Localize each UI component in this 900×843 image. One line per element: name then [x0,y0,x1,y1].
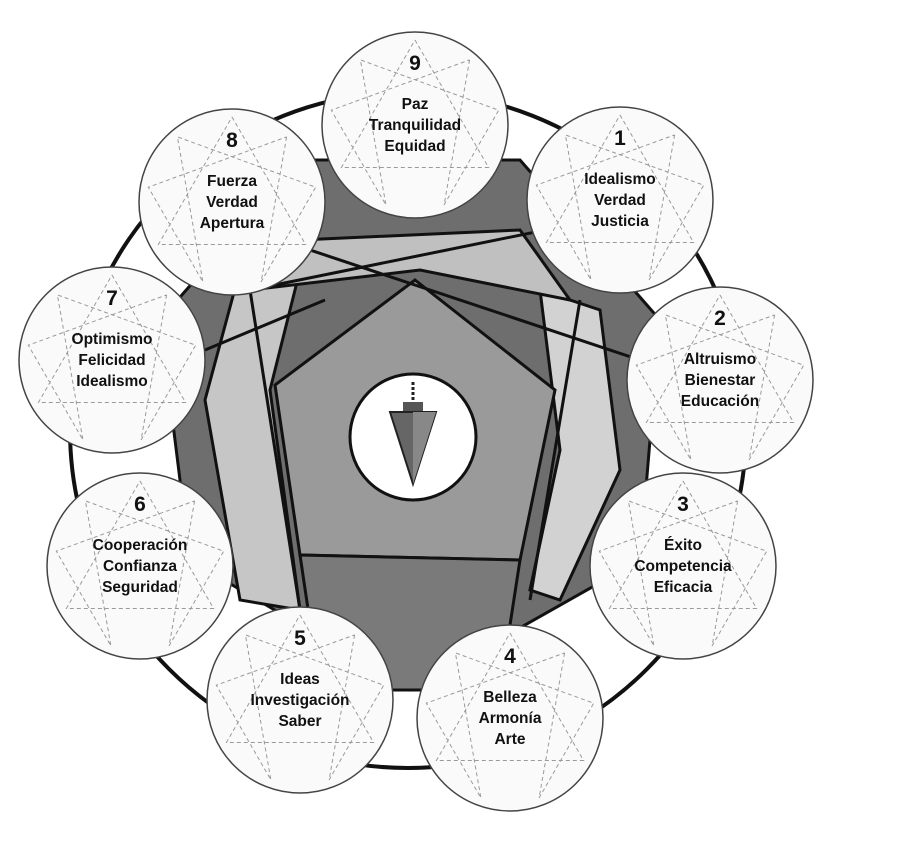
node-circle [626,286,814,474]
node-number: 5 [294,627,306,650]
node-label-line: Éxito [664,537,702,554]
node-circle [46,472,234,660]
node-decoration [635,294,805,461]
node-decoration [330,39,500,206]
node-label-line: Fuerza [207,173,257,190]
node-number: 3 [677,493,689,516]
node-label-line: Verdad [594,192,646,209]
node-label-line: Idealismo [584,171,656,188]
node-label-line: Armonía [479,710,542,727]
node-label-line: Saber [278,713,321,730]
node-label-line: Bienestar [685,372,756,389]
node-label-line: Cooperación [93,537,188,554]
node-number: 7 [106,287,118,310]
node-label-line: Felicidad [78,352,145,369]
node-number: 6 [134,493,146,516]
node-label-line: Idealismo [76,373,148,390]
node-decoration [425,632,595,799]
node-circle [138,108,326,296]
node-circle [206,606,394,794]
node-circle [416,624,604,812]
star-band-right [528,287,622,602]
node-label-line: Optimismo [72,331,153,348]
node-label-line: Belleza [483,689,537,706]
node-label-line: Altruismo [684,351,756,368]
node-decoration [27,274,197,441]
node-label-line: Investigación [250,692,349,709]
node-circle [526,106,714,294]
node-number: 8 [226,129,238,152]
node-decoration [215,614,385,781]
node-label-line: Equidad [384,138,445,155]
node-number: 1 [614,127,626,150]
node-decoration [598,480,768,647]
node-label-line: Tranquilidad [369,117,461,134]
node-decoration [147,116,317,283]
node-number: 2 [714,307,726,330]
node-label-line: Competencia [634,558,732,575]
node-label-line: Arte [494,731,525,748]
node-number: 4 [504,645,516,668]
node-circle [589,472,777,660]
node-label-line: Verdad [206,194,258,211]
pendulum-icon [388,382,438,488]
star-lines [204,223,641,611]
node-label-line: Justicia [591,213,649,230]
node-label-line: Paz [402,96,429,113]
node-label-line: Educación [681,393,759,410]
node-number: 9 [409,52,421,75]
node-label-line: Ideas [280,671,320,688]
node-decoration [55,480,225,647]
node-circle [321,31,509,219]
node-circle [18,266,206,454]
node-label-line: Confianza [103,558,177,575]
node-label-line: Seguridad [102,579,178,596]
node-decoration [535,114,705,281]
node-label-line: Eficacia [654,579,713,596]
node-label-line: Apertura [200,215,265,232]
